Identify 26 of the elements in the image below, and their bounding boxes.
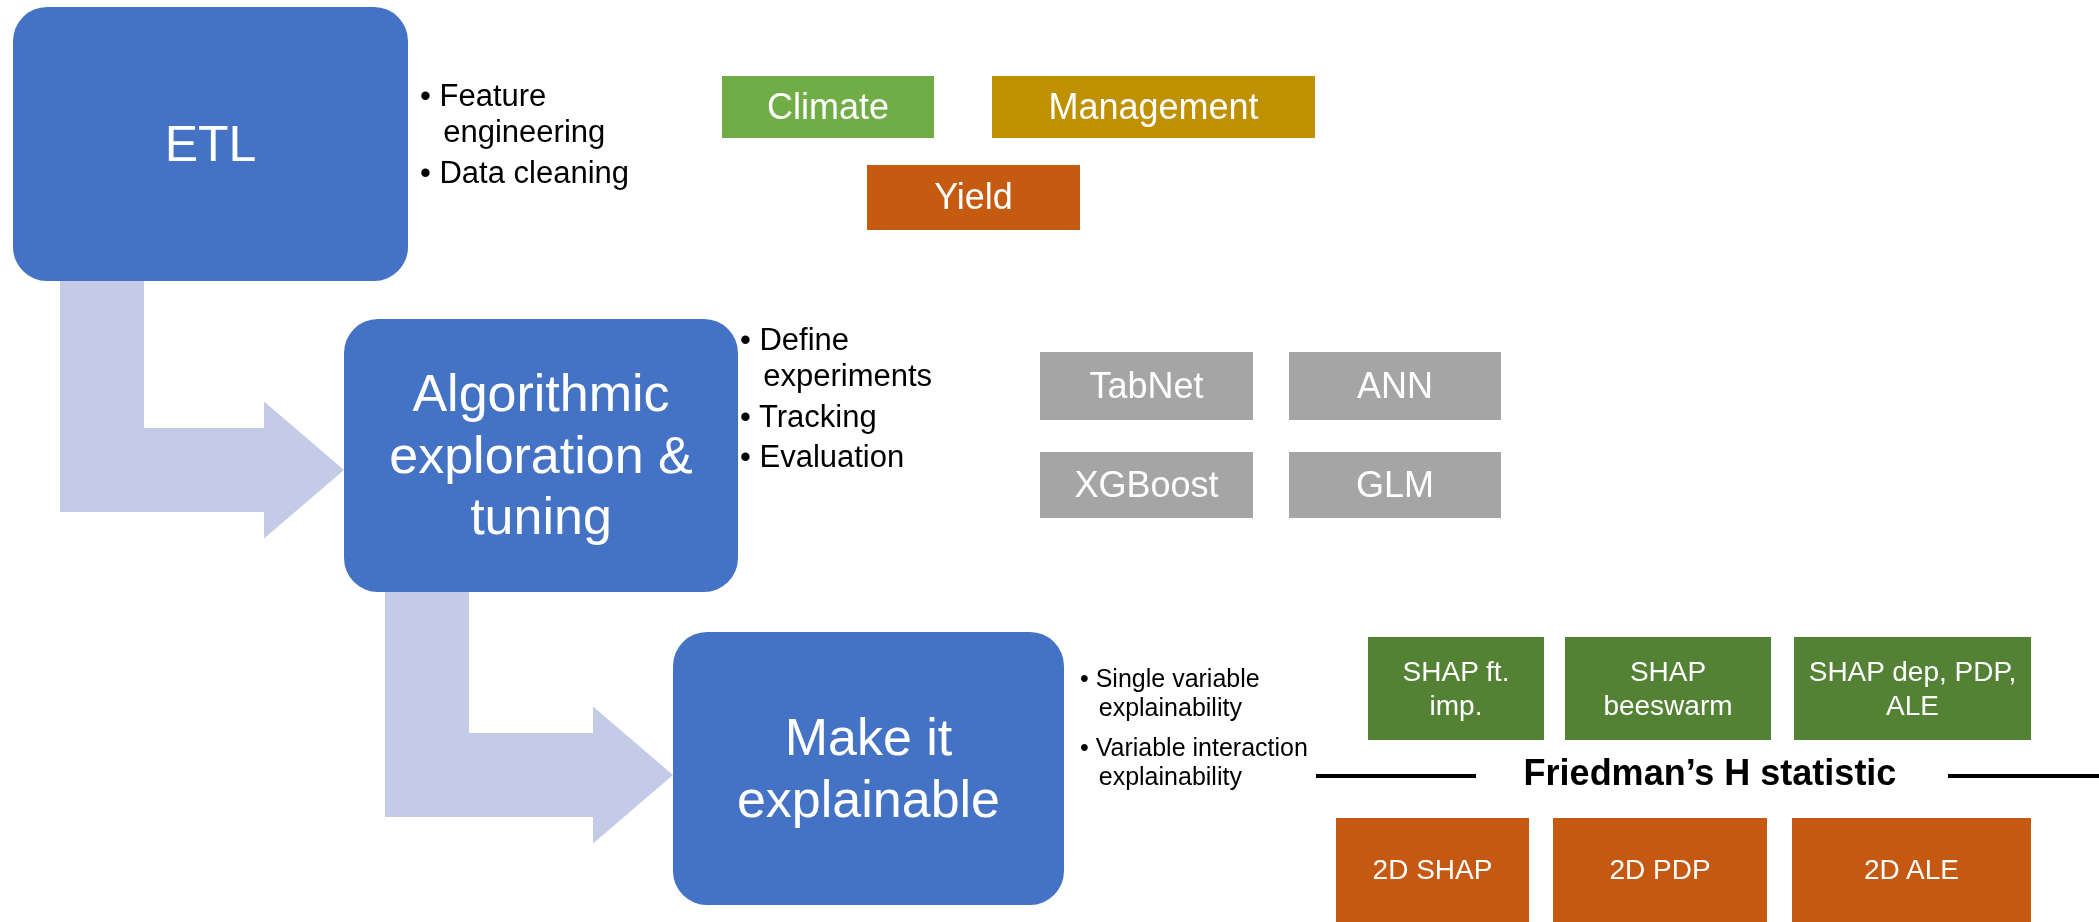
tag-box: SHAP beeswarm [1565,637,1771,740]
tag-box: ANN [1289,352,1501,420]
process-box: ETL [13,7,408,281]
tag-box: XGBoost [1040,452,1253,518]
bullet-item: • Feature engineering [420,78,607,151]
bullet-item: • Define experiments [740,322,934,395]
bent-block-arrow [385,592,673,844]
bent-block-arrow [60,281,344,539]
tag-box: GLM [1289,452,1501,518]
tag-box: Yield [867,165,1080,230]
section-heading: Friedman’s H statistic [1522,752,1898,794]
tag-box: SHAP dep, PDP, ALE [1794,637,2031,740]
process-box: Algorithmic exploration & tuning [344,319,738,592]
bullet-item: • Evaluation [740,438,906,476]
tag-box: 2D SHAP [1336,818,1529,922]
tag-box: 2D ALE [1792,818,2031,922]
tag-box: Climate [722,76,934,138]
bullet-item: • Data cleaning [420,154,631,191]
process-box: Make it explainable [673,632,1064,905]
bullet-item: • Single variable explainability [1080,664,1261,723]
tag-box: TabNet [1040,352,1253,420]
tag-box: SHAP ft. imp. [1368,637,1544,740]
tag-box: Management [992,76,1315,138]
bullet-item: • Variable interaction explainability [1080,732,1309,791]
bullet-item: • Tracking [740,398,878,435]
tag-box: 2D PDP [1553,818,1767,922]
